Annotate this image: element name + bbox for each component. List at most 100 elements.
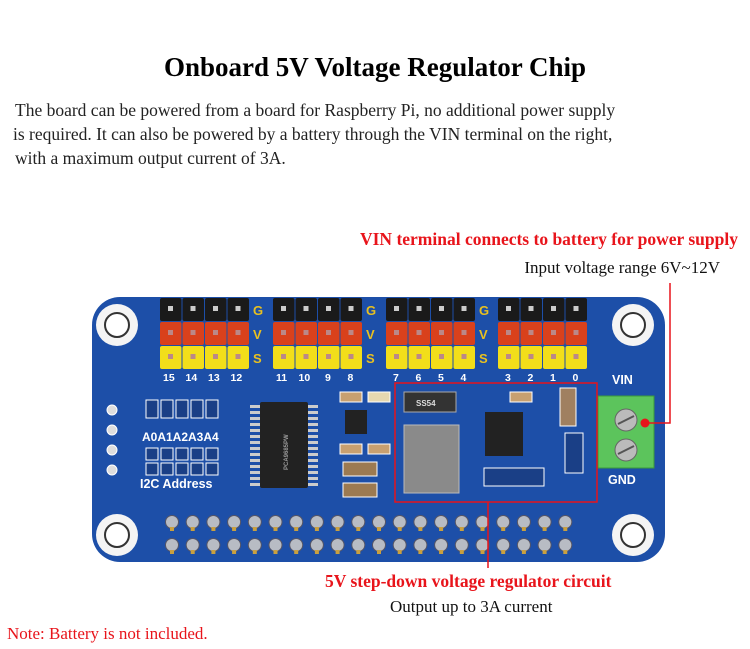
pin-tip xyxy=(213,330,218,335)
pin-tip xyxy=(461,306,467,311)
gpio-pin-base xyxy=(335,550,340,554)
gpio-pin-base xyxy=(418,527,423,531)
gpio-pin xyxy=(289,515,304,529)
gpio-pin-base xyxy=(190,527,195,531)
pin-tip xyxy=(416,330,422,335)
address-resistor xyxy=(205,399,219,419)
pin-tip xyxy=(551,330,556,335)
pin-tip xyxy=(281,354,286,359)
address-jumpers xyxy=(145,399,219,476)
gpio-pin xyxy=(227,515,242,529)
pin-tip xyxy=(348,306,354,311)
row-label-G: G xyxy=(366,303,376,318)
gpio-pin xyxy=(392,538,407,552)
pin-tip xyxy=(439,330,444,335)
gpio-pin xyxy=(516,538,531,552)
gpio-pin-base xyxy=(294,527,299,531)
pin-tip xyxy=(528,306,534,311)
pin-tip xyxy=(416,354,422,359)
pin-tip xyxy=(506,330,511,335)
gpio-pin-base xyxy=(377,550,381,554)
gpio-pin-base xyxy=(190,550,195,554)
gpio-pin xyxy=(434,538,449,552)
address-pad xyxy=(205,462,219,476)
chip-lead xyxy=(308,447,318,450)
gpio-pin xyxy=(206,538,221,552)
chip-lead xyxy=(308,483,318,486)
chip-lead xyxy=(250,453,260,456)
gpio-pin-base xyxy=(211,550,216,554)
gpio-pin xyxy=(309,515,324,529)
pin-tip xyxy=(190,330,196,335)
pwm-chip: PCA9685PW xyxy=(250,402,318,488)
gpio-pin xyxy=(537,515,552,529)
gpio-pin-base xyxy=(170,550,174,554)
gpio-pin xyxy=(247,515,262,529)
address-pad xyxy=(175,447,189,461)
pin-tip xyxy=(326,354,331,359)
gpio-pin xyxy=(268,538,283,552)
gpio-pin-base xyxy=(501,527,506,531)
gpio-pin xyxy=(330,515,345,529)
gpio-pin-base xyxy=(480,550,485,554)
gpio-pin xyxy=(165,538,179,552)
address-resistor xyxy=(160,399,174,419)
address-pad xyxy=(145,447,159,461)
pin-tip xyxy=(281,330,286,335)
side-pad xyxy=(106,404,118,416)
pin-tip xyxy=(168,330,173,335)
battery-note: Note: Battery is not included. xyxy=(7,624,208,643)
row-label-G: G xyxy=(253,303,263,318)
chip-lead xyxy=(308,477,318,480)
gnd-label: GND xyxy=(608,473,636,487)
pin-tip xyxy=(213,306,218,311)
chip-lead xyxy=(250,459,260,462)
mounting-hole-inner xyxy=(104,312,130,338)
address-pad xyxy=(205,447,219,461)
gpio-pin xyxy=(185,515,200,529)
chip-text: PCA9685PW xyxy=(284,434,290,470)
page-title: Onboard 5V Voltage Regulator Chip xyxy=(163,52,587,82)
gpio-pin-base xyxy=(563,527,568,531)
address-resistor xyxy=(175,399,189,419)
address-resistor xyxy=(145,399,159,419)
gpio-pin xyxy=(268,515,283,529)
gpio-pin-base xyxy=(501,550,506,554)
chip-lead xyxy=(308,441,318,444)
gpio-pin xyxy=(351,538,366,552)
row-label-V: V xyxy=(366,327,375,342)
gpio-pin-base xyxy=(542,527,547,531)
gpio-pin-base xyxy=(377,527,381,531)
mounting-hole-inner xyxy=(620,522,646,548)
side-pad xyxy=(106,424,118,436)
row-label-S: S xyxy=(479,351,488,366)
regulator-callout-heading: 5V step-down voltage regulator circuit xyxy=(325,571,612,591)
gpio-pin-base xyxy=(480,527,485,531)
gpio-pin-base xyxy=(211,527,216,531)
chip-lead xyxy=(308,459,318,462)
channel-number: 14 xyxy=(186,372,198,384)
row-label-G: G xyxy=(479,303,489,318)
channel-number: 2 xyxy=(528,372,534,384)
channel-number: 10 xyxy=(299,372,311,384)
chip-lead xyxy=(308,435,318,438)
pin-tip xyxy=(394,330,399,335)
pin-tip xyxy=(416,306,422,311)
channel-number: 5 xyxy=(438,372,444,384)
chip-lead xyxy=(250,429,260,432)
channel-number: 6 xyxy=(416,372,422,384)
gpio-pin xyxy=(165,515,179,529)
address-pad xyxy=(160,447,174,461)
pin-tip xyxy=(190,354,196,359)
pin-tip xyxy=(281,306,286,311)
chip-lead xyxy=(250,471,260,474)
pin-tip xyxy=(190,306,196,311)
channel-number: 1 xyxy=(550,372,556,384)
pin-tip xyxy=(213,354,218,359)
gpio-pin xyxy=(413,515,428,529)
channel-number: 3 xyxy=(505,372,511,384)
gpio-pin xyxy=(392,515,407,529)
row-label-S: S xyxy=(366,351,375,366)
channel-number: 15 xyxy=(163,372,175,384)
